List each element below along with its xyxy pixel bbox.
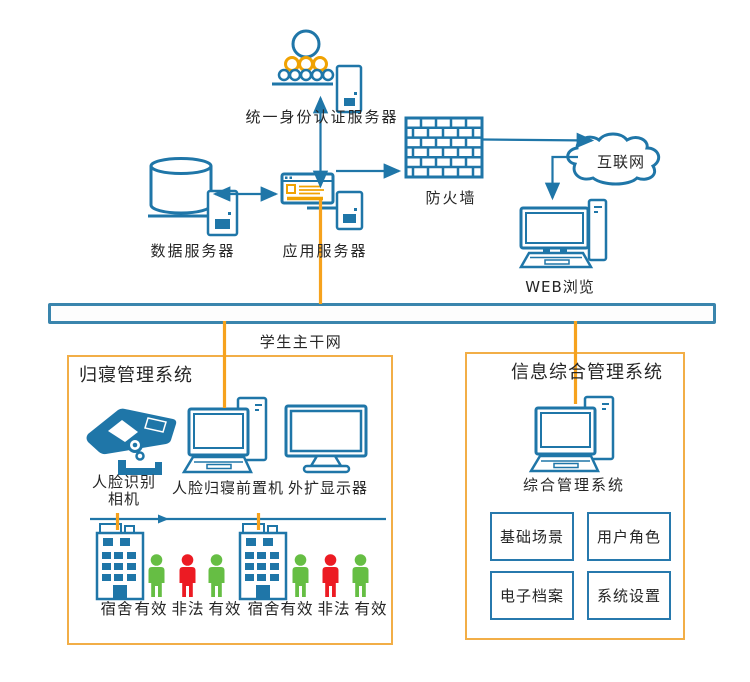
person-illegal-icon [320, 554, 341, 598]
module-user-role: 用户角色 [587, 512, 671, 561]
dormitory-building-2 [237, 521, 289, 601]
backbone-label: 学生主干网 [259, 333, 343, 351]
dormitory-building-1 [94, 521, 146, 601]
module-e-archive: 电子档案 [490, 571, 574, 620]
app-server-label: 应用服务器 [282, 242, 368, 260]
person-valid-icon [206, 554, 227, 598]
admin-computer-label: 综合管理系统 [522, 476, 626, 494]
web-browse-label: WEB浏览 [525, 278, 595, 296]
web-computer-icon [515, 196, 615, 274]
internet-label: 互联网 [596, 153, 646, 171]
data-server-label: 数据服务器 [150, 242, 236, 260]
external-monitor-label: 外扩显示器 [287, 479, 369, 497]
label-illegal-2: 非法 [317, 600, 351, 618]
application-server-icon [275, 168, 367, 234]
identity-server-label: 统一身份认证服务器 [245, 108, 399, 126]
label-valid-4: 有效 [354, 600, 388, 618]
label-valid-1: 有效 [134, 600, 168, 618]
dorm-system-title: 归寝管理系统 [79, 365, 193, 386]
label-illegal-1: 非法 [171, 600, 205, 618]
frontend-computer-icon [180, 393, 275, 479]
info-system-title: 信息综合管理系统 [511, 362, 663, 383]
module-basic-scene: 基础场景 [490, 512, 574, 561]
person-valid-icon [290, 554, 311, 598]
camera-label: 人脸识别 相机 [91, 473, 157, 508]
identity-group-icon [253, 20, 368, 116]
label-dorm-2: 宿舍 [247, 600, 281, 618]
label-valid-3: 有效 [280, 600, 314, 618]
database-server-icon [140, 153, 245, 245]
firewall-icon [400, 112, 492, 182]
admin-computer-icon [527, 392, 622, 478]
face-camera-icon [78, 398, 198, 484]
frontend-label: 人脸归寝前置机 [171, 479, 285, 497]
label-dorm-1: 宿舍 [100, 600, 134, 618]
person-valid-icon [350, 554, 371, 598]
person-illegal-icon [177, 554, 198, 598]
firewall-label: 防火墙 [425, 189, 477, 207]
backbone-network-bar [48, 303, 716, 324]
person-valid-icon [146, 554, 167, 598]
label-valid-2: 有效 [208, 600, 242, 618]
module-system-config: 系统设置 [587, 571, 671, 620]
external-monitor-icon [283, 402, 371, 474]
